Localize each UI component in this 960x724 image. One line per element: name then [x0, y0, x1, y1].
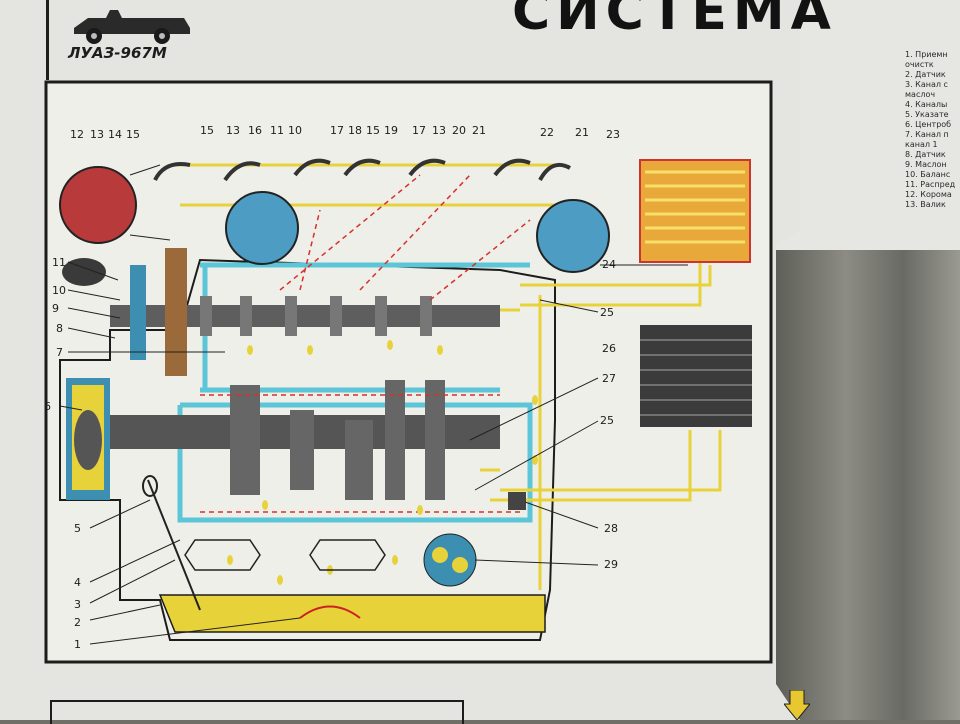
bottom-frame — [50, 700, 464, 724]
callout-label: 16 — [248, 124, 262, 137]
callout-label: 19 — [384, 124, 398, 137]
legend-item: очистк — [905, 60, 934, 69]
callout-label: 29 — [604, 558, 618, 571]
callout-label: 26 — [602, 342, 616, 355]
legend-item: 10. Баланс — [905, 170, 951, 179]
legend-item: 5. Указате — [905, 110, 949, 119]
flow-dashes — [200, 174, 531, 513]
oil-pump — [423, 533, 477, 587]
legend-item: 12. Корома — [905, 190, 952, 199]
callout-label: 20 — [452, 124, 466, 137]
callout-label: 8 — [56, 322, 63, 335]
callout-label: 10 — [52, 284, 66, 297]
legend-item: 13. Валик — [905, 200, 946, 209]
legend-item: 6. Центроб — [905, 120, 952, 129]
callout-label: 17 — [412, 124, 426, 137]
callout-label: 24 — [602, 258, 616, 271]
detail-circle-mid — [225, 191, 299, 265]
legend-item: 11. Распред — [905, 180, 956, 189]
poster-title: СИСТЕМА — [512, 0, 837, 42]
callout-label: 25 — [600, 306, 614, 319]
callout-label: 22 — [540, 126, 554, 139]
callout-label: 11 — [52, 256, 66, 269]
callout-label: 15 — [126, 128, 140, 141]
callout-label: 13 — [90, 128, 104, 141]
rocker-arms — [153, 158, 571, 182]
callout-label: 1 — [74, 638, 81, 651]
callout-label: 14 — [108, 128, 122, 141]
callout-label: 11 — [270, 124, 284, 137]
legend-item: 3. Канал с — [905, 80, 948, 89]
callout-label: 13 — [432, 124, 446, 137]
callout-label: 18 — [348, 124, 362, 137]
car-logo-icon — [74, 10, 190, 44]
oil-filter — [640, 325, 752, 427]
callout-label: 3 — [74, 598, 81, 611]
gear-brown — [165, 248, 187, 376]
legend-item: маслоч — [905, 90, 936, 99]
detail-circle-left — [59, 166, 137, 244]
callout-label: 10 — [288, 124, 302, 137]
oil-drops — [227, 340, 538, 585]
gear-blue — [130, 265, 146, 360]
callout-label: 2 — [74, 616, 81, 629]
callout-label: 7 — [56, 346, 63, 359]
callout-label: 25 — [600, 414, 614, 427]
callout-label: 5 — [74, 522, 81, 535]
callout-label: 23 — [606, 128, 620, 141]
callout-label: 4 — [74, 576, 81, 589]
legend-item: канал 1 — [905, 140, 938, 149]
callout-label: 21 — [472, 124, 486, 137]
callout-label: 13 — [226, 124, 240, 137]
model-name: ЛУАЗ-967М — [68, 44, 167, 62]
oil-intake — [299, 605, 361, 619]
detail-circle-right — [536, 199, 610, 273]
background-wall — [770, 230, 960, 720]
callout-label: 9 — [52, 302, 59, 315]
oil-cooler — [639, 159, 751, 263]
pressure-sensor — [508, 492, 526, 510]
callout-label: 12 — [70, 128, 84, 141]
filler-cap — [62, 258, 106, 286]
callout-label: 21 — [575, 126, 589, 139]
legend-item: 2. Датчик — [905, 70, 946, 79]
callout-label: 28 — [604, 522, 618, 535]
legend-item: 9. Маслон — [905, 160, 947, 169]
legend-item: 1. Приемн — [905, 50, 948, 59]
arrow-down-icon — [784, 690, 810, 720]
callout-label: 27 — [602, 372, 616, 385]
legend-item: 8. Датчик — [905, 150, 946, 159]
callout-label: 17 — [330, 124, 344, 137]
callout-label: 15 — [366, 124, 380, 137]
legend-list: 1. Приемн очистк 2. Датчик 3. Канал с ма… — [905, 50, 960, 210]
legend-item: 4. Каналы — [905, 100, 948, 109]
callout-label: 15 — [200, 124, 214, 137]
legend-item: 7. Канал п — [905, 130, 949, 139]
frame-line — [46, 0, 49, 80]
dipstick — [147, 479, 201, 611]
callout-label: 6 — [44, 400, 51, 413]
